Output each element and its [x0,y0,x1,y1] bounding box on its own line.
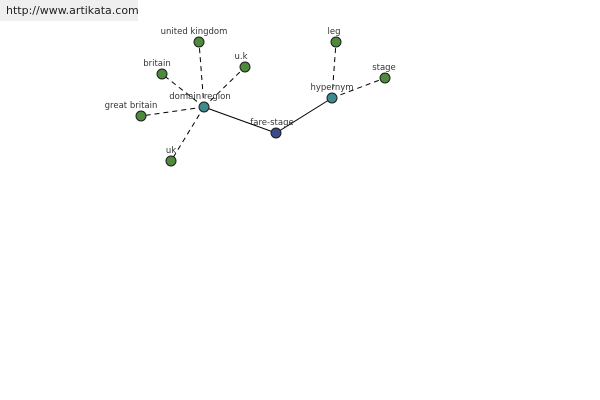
labels-layer: fare-stage domain region hypernym united ki… [105,27,396,156]
site-url-text[interactable]: http://www.artikata.com [6,4,139,17]
node-britain[interactable] [156,68,168,80]
edge-fare-stage-to-domain-region [203,106,277,134]
node-label-united-kingdom[interactable]: united kingdom [161,27,228,37]
node-label-domain-region[interactable]: domain region [169,92,230,102]
edge-domain-region-to-u-k [203,66,246,108]
node-label-uk[interactable]: uk [166,146,176,156]
node-label-stage[interactable]: stage [372,63,396,73]
node-fare-stage[interactable] [270,127,282,139]
nodes-layer [135,36,391,167]
node-hypernym[interactable] [326,92,338,104]
node-label-u-k[interactable]: u.k [234,52,247,62]
edges-layer [140,41,386,162]
edge-domain-region-to-uk [170,106,205,162]
edge-domain-region-to-united-kingdom [198,41,205,108]
node-label-great-britain[interactable]: great britain [105,101,158,111]
node-label-leg[interactable]: leg [328,27,341,37]
node-leg[interactable] [330,36,342,48]
node-uk[interactable] [165,155,177,167]
node-domain-region[interactable] [198,101,210,113]
edge-domain-region-to-great-britain [140,106,205,117]
node-label-fare-stage[interactable]: fare-stage [250,118,293,128]
node-great-britain[interactable] [135,110,147,122]
node-label-hypernym[interactable]: hypernym [310,83,353,93]
edge-fare-stage-to-hypernym [275,97,333,134]
edge-hypernym-to-stage [331,77,386,99]
node-label-britain[interactable]: britain [143,59,171,69]
node-stage[interactable] [379,72,391,84]
node-u-k[interactable] [239,61,251,73]
node-united-kingdom[interactable] [193,36,205,48]
site-url-banner[interactable]: http://www.artikata.com [0,0,139,21]
edge-domain-region-to-britain [161,73,205,108]
edge-hypernym-to-leg [331,41,337,99]
